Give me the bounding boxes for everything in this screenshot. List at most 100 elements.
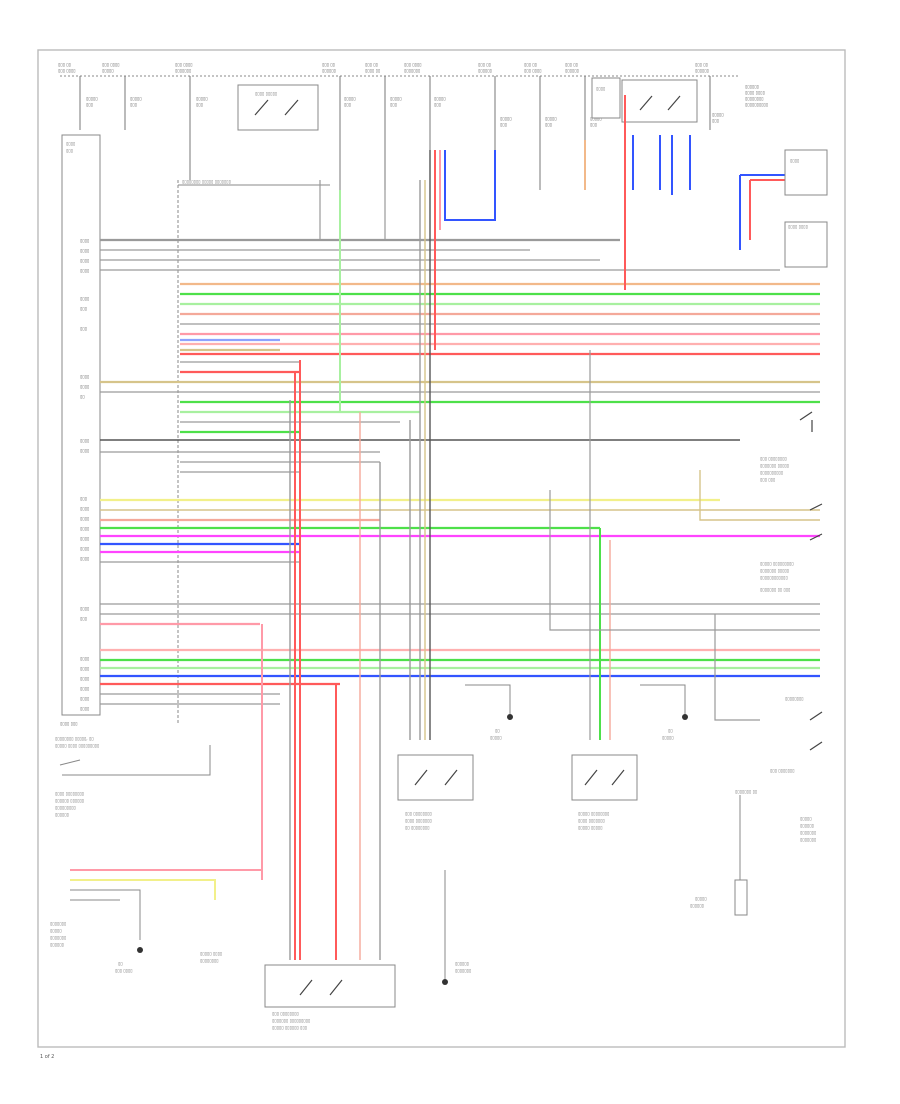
- svg-text:▯▯▯▯▯▯▯: ▯▯▯▯▯▯▯: [800, 830, 816, 835]
- svg-text:▯▯▯▯▯: ▯▯▯▯▯: [196, 96, 208, 101]
- svg-text:▯▯▯ ▯▯: ▯▯▯ ▯▯: [365, 62, 378, 67]
- svg-text:▯▯▯: ▯▯▯: [80, 616, 87, 621]
- svg-text:▯▯▯▯: ▯▯▯▯: [80, 374, 89, 379]
- svg-text:▯▯▯▯▯▯▯: ▯▯▯▯▯▯▯: [455, 968, 471, 973]
- svg-text:▯▯▯▯▯▯▯ ▯▯▯▯▯▯▯▯▯: ▯▯▯▯▯▯▯ ▯▯▯▯▯▯▯▯▯: [272, 1018, 310, 1023]
- svg-text:▯▯▯▯: ▯▯▯▯: [80, 656, 89, 661]
- svg-text:▯▯▯▯: ▯▯▯▯: [80, 546, 89, 551]
- svg-text:▯▯▯▯▯▯: ▯▯▯▯▯▯: [690, 903, 704, 908]
- fuse-drops: [79, 76, 711, 190]
- svg-text:▯▯▯ ▯▯: ▯▯▯ ▯▯: [524, 62, 537, 67]
- svg-text:▯▯▯: ▯▯▯: [196, 102, 203, 107]
- svg-text:▯▯▯▯: ▯▯▯▯: [80, 696, 89, 701]
- svg-text:▯▯▯▯ ▯▯▯▯: ▯▯▯▯ ▯▯▯▯: [788, 224, 808, 229]
- svg-text:▯▯▯: ▯▯▯: [545, 122, 552, 127]
- page-number: 1 of 2: [40, 1054, 54, 1060]
- svg-text:▯▯▯: ▯▯▯: [80, 326, 87, 331]
- svg-text:▯▯▯▯▯▯▯: ▯▯▯▯▯▯▯: [404, 68, 420, 73]
- svg-text:▯▯▯▯: ▯▯▯▯: [80, 384, 89, 389]
- svg-text:▯▯▯▯▯▯▯▯▯▯: ▯▯▯▯▯▯▯▯▯▯: [760, 470, 783, 475]
- svg-text:▯▯▯: ▯▯▯: [434, 102, 441, 107]
- svg-text:▯▯▯▯▯▯: ▯▯▯▯▯▯: [455, 961, 469, 966]
- svg-text:▯▯▯▯▯ ▯▯▯▯: ▯▯▯▯▯ ▯▯▯▯: [200, 951, 222, 956]
- svg-text:▯▯▯▯▯▯▯: ▯▯▯▯▯▯▯: [50, 921, 66, 926]
- svg-text:▯▯▯: ▯▯▯: [86, 102, 93, 107]
- svg-text:▯▯▯ ▯▯▯▯▯▯▯▯: ▯▯▯ ▯▯▯▯▯▯▯▯: [405, 811, 432, 816]
- svg-text:▯▯▯: ▯▯▯: [130, 102, 137, 107]
- svg-text:▯▯▯ ▯▯▯▯▯▯▯▯: ▯▯▯ ▯▯▯▯▯▯▯▯: [272, 1011, 299, 1016]
- left-ecu-block: ▯▯▯▯▯▯▯ ▯▯▯▯▯▯▯▯▯▯▯▯ ▯▯▯▯▯▯▯▯▯▯▯ ▯▯▯▯▯▯▯…: [60, 134, 101, 726]
- svg-text:▯▯▯: ▯▯▯: [80, 496, 87, 501]
- svg-text:▯▯▯▯: ▯▯▯▯: [80, 296, 89, 301]
- svg-text:▯▯▯ ▯▯▯▯: ▯▯▯ ▯▯▯▯: [58, 68, 75, 73]
- svg-text:▯▯▯▯▯▯▯▯ ▯▯▯▯▯ ▯▯▯▯▯▯▯: ▯▯▯▯▯▯▯▯ ▯▯▯▯▯ ▯▯▯▯▯▯▯: [182, 179, 231, 184]
- svg-text:▯▯▯▯▯▯: ▯▯▯▯▯▯: [478, 68, 492, 73]
- svg-text:▯▯▯▯: ▯▯▯▯: [80, 506, 89, 511]
- svg-text:▯▯▯▯ ▯▯▯: ▯▯▯▯ ▯▯▯: [60, 721, 77, 726]
- svg-text:▯▯▯▯▯▯▯ ▯▯▯▯▯: ▯▯▯▯▯▯▯ ▯▯▯▯▯: [760, 463, 789, 468]
- svg-text:▯▯▯▯▯▯ ▯▯▯▯▯▯: ▯▯▯▯▯▯ ▯▯▯▯▯▯: [55, 798, 84, 803]
- svg-text:▯▯▯▯▯▯: ▯▯▯▯▯▯: [322, 68, 336, 73]
- svg-text:▯▯▯▯: ▯▯▯▯: [80, 706, 89, 711]
- svg-text:▯▯▯ ▯▯: ▯▯▯ ▯▯: [695, 62, 708, 67]
- svg-text:▯▯ ▯▯▯▯▯▯▯▯: ▯▯ ▯▯▯▯▯▯▯▯: [405, 825, 429, 830]
- svg-text:▯▯▯▯▯▯▯ ▯▯ ▯▯▯: ▯▯▯▯▯▯▯ ▯▯ ▯▯▯: [760, 587, 790, 592]
- svg-text:▯▯▯▯: ▯▯▯▯: [80, 536, 89, 541]
- svg-text:▯▯: ▯▯: [668, 728, 673, 733]
- fuse-labels: ▯▯▯▯▯▯▯▯ ▯▯▯▯▯▯▯▯ ▯▯▯▯▯▯▯▯ ▯▯▯▯▯▯▯▯ ▯▯▯▯…: [86, 84, 768, 127]
- svg-text:▯▯▯▯▯: ▯▯▯▯▯: [102, 68, 114, 73]
- svg-text:▯▯▯▯▯▯▯▯: ▯▯▯▯▯▯▯▯: [745, 96, 763, 101]
- svg-text:▯▯▯▯▯▯▯▯: ▯▯▯▯▯▯▯▯: [200, 958, 218, 963]
- svg-text:▯▯▯ ▯▯▯▯: ▯▯▯ ▯▯▯▯: [115, 968, 132, 973]
- svg-text:▯▯: ▯▯: [80, 394, 85, 399]
- svg-text:▯▯▯▯▯▯▯▯▯▯: ▯▯▯▯▯▯▯▯▯▯: [745, 102, 768, 107]
- svg-text:▯▯▯▯▯▯▯ ▯▯: ▯▯▯▯▯▯▯ ▯▯: [735, 789, 757, 794]
- svg-text:▯▯▯: ▯▯▯: [66, 148, 73, 153]
- svg-text:▯▯▯▯▯: ▯▯▯▯▯: [86, 96, 98, 101]
- svg-text:▯▯▯▯▯ ▯▯▯▯▯▯ ▯▯▯: ▯▯▯▯▯ ▯▯▯▯▯▯ ▯▯▯: [272, 1025, 307, 1030]
- svg-text:▯▯▯ ▯▯▯▯: ▯▯▯ ▯▯▯▯: [175, 62, 192, 67]
- svg-text:▯▯▯ ▯▯: ▯▯▯ ▯▯: [478, 62, 491, 67]
- svg-text:▯▯▯▯▯: ▯▯▯▯▯: [130, 96, 142, 101]
- svg-text:▯▯▯▯ ▯▯▯▯: ▯▯▯▯ ▯▯▯▯: [745, 90, 765, 95]
- svg-text:▯▯▯▯: ▯▯▯▯: [80, 438, 89, 443]
- svg-text:▯▯▯ ▯▯▯▯▯▯▯▯: ▯▯▯ ▯▯▯▯▯▯▯▯: [760, 456, 787, 461]
- svg-text:▯▯▯▯: ▯▯▯▯: [80, 268, 89, 273]
- svg-text:▯▯▯▯: ▯▯▯▯: [80, 248, 89, 253]
- relay-top-left: ▯▯▯▯ ▯▯▯▯▯: [237, 84, 319, 131]
- svg-text:▯▯▯▯▯▯: ▯▯▯▯▯▯: [745, 84, 759, 89]
- vertical-feeds: [261, 95, 820, 960]
- svg-text:▯▯▯▯ ▯▯▯▯▯▯▯▯: ▯▯▯▯ ▯▯▯▯▯▯▯▯: [55, 791, 84, 796]
- svg-text:▯▯▯▯: ▯▯▯▯: [80, 606, 89, 611]
- svg-text:▯▯▯▯: ▯▯▯▯: [80, 526, 89, 531]
- svg-text:▯▯▯ ▯▯▯▯: ▯▯▯ ▯▯▯▯: [524, 68, 541, 73]
- svg-text:▯▯▯: ▯▯▯: [590, 122, 597, 127]
- svg-text:▯▯▯▯ ▯▯▯▯▯: ▯▯▯▯ ▯▯▯▯▯: [255, 91, 277, 96]
- svg-text:▯▯▯: ▯▯▯: [80, 306, 87, 311]
- svg-text:▯▯▯: ▯▯▯: [390, 102, 397, 107]
- svg-text:▯▯▯▯▯▯: ▯▯▯▯▯▯: [695, 68, 709, 73]
- svg-text:▯▯▯▯▯▯▯▯ ▯▯▯▯▯, ▯▯: ▯▯▯▯▯▯▯▯ ▯▯▯▯▯, ▯▯: [55, 736, 94, 741]
- svg-text:▯▯: ▯▯: [495, 728, 500, 733]
- svg-text:▯▯▯▯▯: ▯▯▯▯▯: [490, 735, 502, 740]
- svg-text:▯▯▯▯: ▯▯▯▯: [80, 516, 89, 521]
- svg-text:▯▯▯▯▯▯▯▯▯: ▯▯▯▯▯▯▯▯▯: [55, 805, 76, 810]
- svg-text:▯▯▯ ▯▯: ▯▯▯ ▯▯: [322, 62, 335, 67]
- svg-text:▯▯: ▯▯: [118, 961, 123, 966]
- svg-text:▯▯▯ ▯▯▯▯: ▯▯▯ ▯▯▯▯: [404, 62, 421, 67]
- top-connector-labels: ▯▯▯ ▯▯▯▯▯ ▯▯▯▯ ▯▯▯ ▯▯▯▯▯▯▯▯▯ ▯▯▯ ▯▯▯▯▯▯▯…: [58, 62, 740, 77]
- svg-text:▯▯▯▯▯: ▯▯▯▯▯: [50, 928, 62, 933]
- svg-text:▯▯▯ ▯▯▯: ▯▯▯ ▯▯▯: [760, 477, 775, 482]
- svg-text:▯▯▯ ▯▯: ▯▯▯ ▯▯: [58, 62, 71, 67]
- svg-text:▯▯▯: ▯▯▯: [712, 118, 719, 123]
- svg-text:▯▯▯▯▯: ▯▯▯▯▯: [500, 116, 512, 121]
- svg-text:▯▯▯▯: ▯▯▯▯: [80, 556, 89, 561]
- svg-text:▯▯▯▯ ▯▯▯▯▯▯▯: ▯▯▯▯ ▯▯▯▯▯▯▯: [578, 818, 605, 823]
- svg-text:▯▯▯▯▯: ▯▯▯▯▯: [545, 116, 557, 121]
- svg-text:▯▯▯▯ ▯▯: ▯▯▯▯ ▯▯: [365, 68, 380, 73]
- svg-text:▯▯▯▯▯ ▯▯▯▯▯▯▯▯▯: ▯▯▯▯▯ ▯▯▯▯▯▯▯▯▯: [760, 561, 794, 566]
- svg-text:▯▯▯▯▯: ▯▯▯▯▯: [712, 112, 724, 117]
- svg-text:▯▯▯▯: ▯▯▯▯: [596, 86, 605, 91]
- diagram-frame: [37, 49, 846, 1048]
